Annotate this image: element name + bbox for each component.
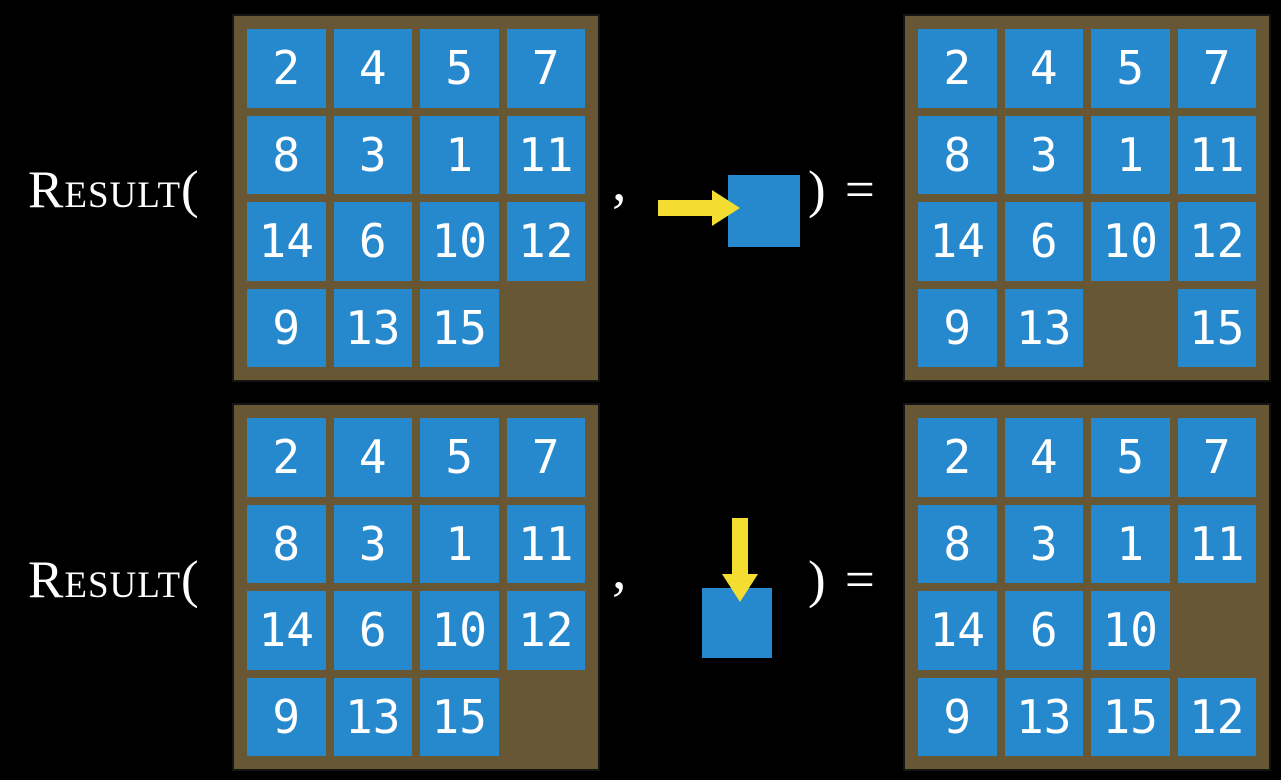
puzzle-tile: 8 <box>247 504 326 583</box>
puzzle-tile: 14 <box>247 202 326 281</box>
puzzle-tile: 12 <box>506 591 585 670</box>
action-tile <box>728 175 800 247</box>
puzzle-tile: 3 <box>1004 115 1083 194</box>
puzzle-tile: 7 <box>1177 418 1256 497</box>
puzzle-tile: 13 <box>1004 288 1083 367</box>
puzzle-tile: 4 <box>1004 418 1083 497</box>
puzzle-tile: 4 <box>333 418 412 497</box>
puzzle-tile: 13 <box>333 677 412 756</box>
puzzle-tile: 6 <box>333 202 412 281</box>
puzzle-tile: 2 <box>247 29 326 108</box>
puzzle-tile: 11 <box>506 504 585 583</box>
puzzle-tile: 5 <box>1091 418 1170 497</box>
puzzle-tile: 1 <box>1091 115 1170 194</box>
puzzle-tile: 2 <box>918 29 997 108</box>
puzzle-tile: 5 <box>1091 29 1170 108</box>
puzzle-tile: 2 <box>247 418 326 497</box>
puzzle-tile: 3 <box>333 115 412 194</box>
puzzle-tile: 11 <box>506 115 585 194</box>
puzzle-tile: 9 <box>247 677 326 756</box>
puzzle-tile: 14 <box>918 202 997 281</box>
arrow-down-icon <box>732 518 748 576</box>
empty-cell <box>507 289 586 368</box>
puzzle-tile: 15 <box>420 677 499 756</box>
close-paren-equals: ) = <box>808 551 875 609</box>
puzzle-tile: 15 <box>1091 677 1170 756</box>
puzzle-tile: 10 <box>420 202 499 281</box>
empty-cell <box>1178 591 1257 670</box>
comma-separator: , <box>612 148 627 213</box>
result-function-label: Result( <box>28 551 200 609</box>
puzzle-tile: 11 <box>1177 504 1256 583</box>
puzzle-tile: 10 <box>420 591 499 670</box>
empty-cell <box>507 678 586 757</box>
puzzle-tile: 6 <box>1004 202 1083 281</box>
puzzle-tile: 12 <box>1177 677 1256 756</box>
puzzle-tile: 8 <box>918 504 997 583</box>
puzzle-tile: 12 <box>506 202 585 281</box>
puzzle-tile: 8 <box>918 115 997 194</box>
puzzle-tile: 7 <box>506 418 585 497</box>
comma-separator: , <box>612 536 627 601</box>
puzzle-tile: 12 <box>1177 202 1256 281</box>
puzzle-tile: 2 <box>918 418 997 497</box>
puzzle-tile: 9 <box>918 677 997 756</box>
puzzle-tile: 6 <box>333 591 412 670</box>
puzzle-tile: 3 <box>1004 504 1083 583</box>
puzzle-tile: 1 <box>1091 504 1170 583</box>
arrow-right-icon <box>658 200 716 216</box>
empty-cell <box>1091 289 1170 368</box>
puzzle-tile: 7 <box>1177 29 1256 108</box>
puzzle-tile: 1 <box>420 504 499 583</box>
puzzle-tile: 15 <box>420 288 499 367</box>
puzzle-tile: 8 <box>247 115 326 194</box>
puzzle-tile: 9 <box>918 288 997 367</box>
puzzle-tile: 14 <box>247 591 326 670</box>
puzzle-tile: 10 <box>1091 591 1170 670</box>
close-paren-equals: ) = <box>808 161 875 219</box>
puzzle-tile: 5 <box>420 418 499 497</box>
arrow-down-head-icon <box>722 574 758 602</box>
puzzle-tile: 4 <box>1004 29 1083 108</box>
puzzle-tile: 15 <box>1177 288 1256 367</box>
puzzle-tile: 6 <box>1004 591 1083 670</box>
arrow-right-head-icon <box>712 190 740 226</box>
puzzle-tile: 7 <box>506 29 585 108</box>
puzzle-tile: 10 <box>1091 202 1170 281</box>
puzzle-tile: 13 <box>1004 677 1083 756</box>
puzzle-tile: 9 <box>247 288 326 367</box>
puzzle-tile: 11 <box>1177 115 1256 194</box>
puzzle-tile: 13 <box>333 288 412 367</box>
puzzle-tile: 1 <box>420 115 499 194</box>
puzzle-tile: 4 <box>333 29 412 108</box>
puzzle-tile: 5 <box>420 29 499 108</box>
puzzle-tile: 14 <box>918 591 997 670</box>
puzzle-tile: 3 <box>333 504 412 583</box>
result-function-label: Result( <box>28 161 200 219</box>
